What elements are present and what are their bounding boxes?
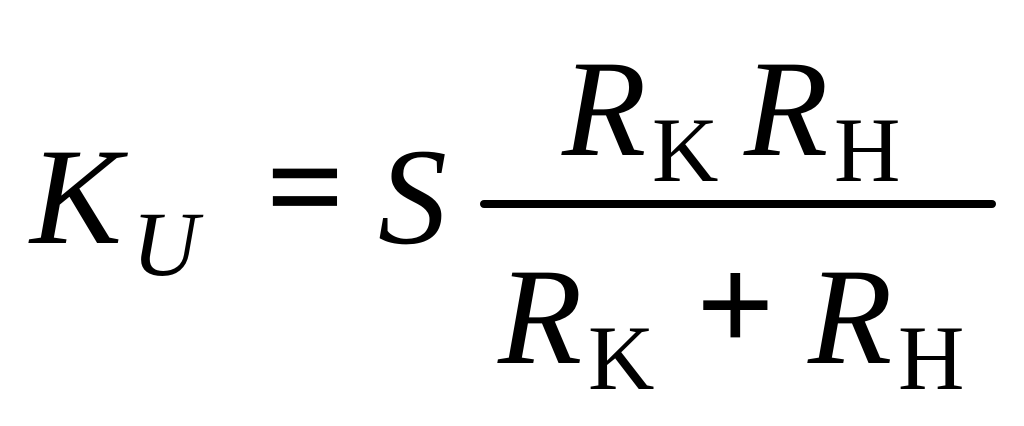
denominator-term2-symbol: R: [808, 240, 893, 393]
denominator-term2-subscript: H: [898, 307, 965, 409]
denominator-term1-symbol: R: [498, 240, 583, 393]
numerator-term1-symbol: R: [562, 32, 647, 185]
numerator-term2-subscript: H: [834, 99, 901, 201]
equals-sign: =: [266, 110, 345, 263]
plus-sign: +: [696, 228, 775, 381]
coefficient-symbol: S: [378, 120, 447, 273]
numerator-term2-symbol: R: [744, 32, 829, 185]
fraction-bar: [480, 200, 996, 208]
lhs-subscript: U: [132, 193, 199, 295]
numerator-term1-subscript: K: [652, 99, 719, 201]
lhs-symbol: K: [30, 120, 123, 273]
denominator-term1-subscript: K: [588, 307, 655, 409]
